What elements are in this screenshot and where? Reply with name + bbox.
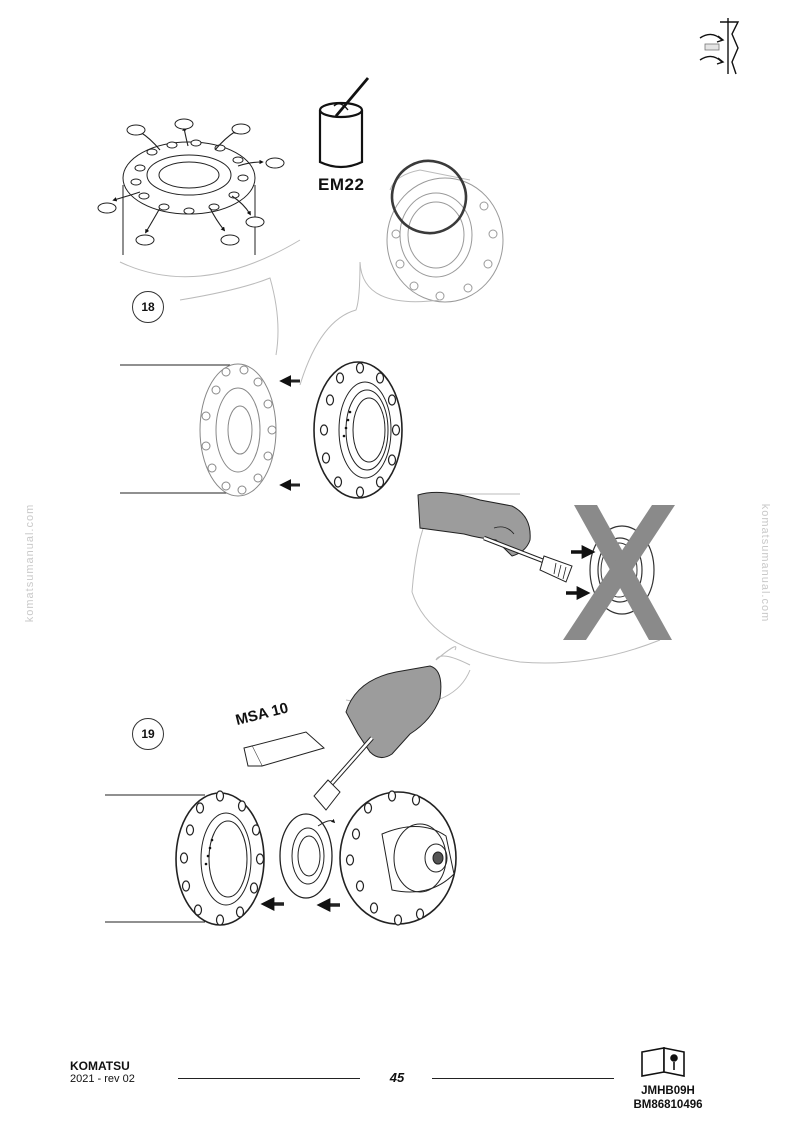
seal-bore-diagram — [359, 159, 504, 303]
document-code: JMHB09H — [641, 1085, 695, 1097]
step-19-number: 19 — [132, 718, 164, 750]
section-tab-icon — [699, 18, 740, 75]
callout-lines-19 — [435, 646, 471, 666]
part-number: BM86810496 — [633, 1099, 703, 1111]
footer-rule-right — [432, 1078, 614, 1079]
manual-book-icon — [641, 1047, 685, 1077]
page-number: 45 — [389, 1070, 405, 1085]
watermark-right: komatsumanual.com — [759, 503, 771, 623]
step-18-assembly — [120, 361, 403, 499]
grease-label: EM22 — [318, 175, 365, 194]
footer-brand: KOMATSU — [70, 1059, 130, 1073]
footer-revision: 2021 - rev 02 — [70, 1073, 135, 1085]
step-19-assembly — [105, 665, 457, 926]
step-18-number: 18 — [132, 291, 164, 323]
flange-bolt-diagram — [97, 118, 301, 278]
grease-pot-icon — [318, 77, 370, 169]
footer-rule-left — [178, 1078, 360, 1079]
prohibited-brush-detail — [411, 491, 675, 664]
watermark-left: komatsumanual.com — [24, 503, 36, 623]
cross-mark-icon — [563, 505, 675, 640]
callout-lines-18 — [179, 261, 361, 386]
